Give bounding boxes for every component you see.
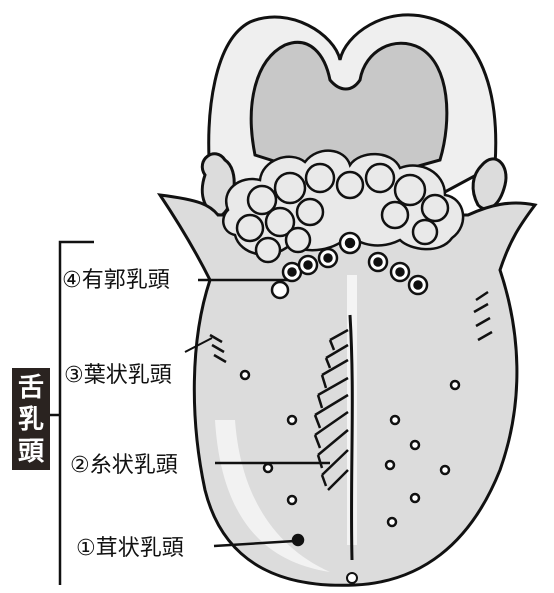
label-foliate: ③葉状乳頭 [64, 363, 172, 388]
tip-notch [347, 573, 357, 583]
fungiform-papilla [411, 494, 419, 502]
label-circumvallate: ④有郭乳頭 [62, 268, 170, 293]
circumvallate-papilla [272, 282, 288, 298]
fungiform-papilla [391, 416, 399, 424]
label-bracket [50, 242, 94, 585]
fungiform-papilla [451, 381, 459, 389]
fungiform-papilla [388, 518, 396, 526]
title-char-2: 乳 [18, 405, 44, 435]
title-char-1: 舌 [18, 373, 44, 403]
fungiform-papilla [288, 496, 296, 504]
label-fungiform: ①茸状乳頭 [76, 536, 184, 561]
title-block: 舌 乳 頭 [12, 368, 50, 470]
fungiform-papilla [441, 466, 449, 474]
fungiform-papilla [264, 464, 272, 472]
fungiform-papilla [241, 371, 249, 379]
fungiform-papilla [288, 416, 296, 424]
title-char-3: 頭 [18, 437, 45, 467]
fungiform-papilla [411, 441, 419, 449]
fungiform-papilla [386, 461, 394, 469]
label-filiform: ②糸状乳頭 [70, 453, 178, 478]
